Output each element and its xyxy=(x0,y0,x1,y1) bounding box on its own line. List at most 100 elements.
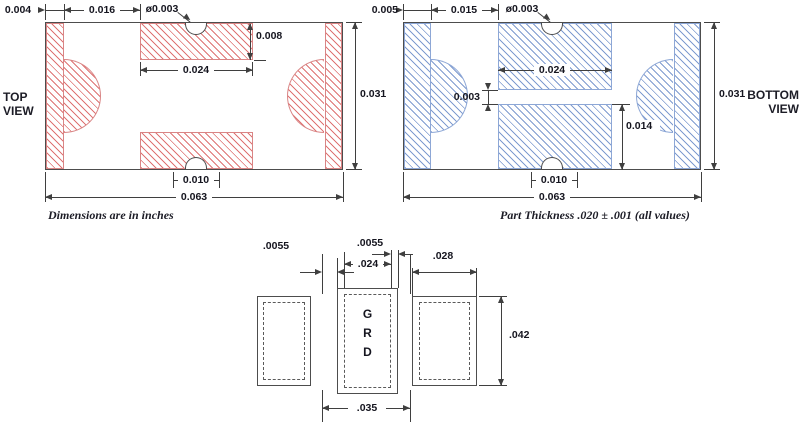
top-right-terminal-strip xyxy=(325,23,342,169)
dim-arrow xyxy=(140,67,147,73)
dim-arrow xyxy=(344,261,351,267)
bottom-view-caption: Part Thickness .020 ± .001 (all values) xyxy=(500,208,690,222)
bottom-right-terminal-strip xyxy=(674,23,700,169)
dim-028-label: .028 xyxy=(432,250,454,262)
grd-pad-letters: G R D xyxy=(338,305,397,362)
dim-arrow xyxy=(396,7,403,13)
dim-0055-left-label: .0055 xyxy=(262,240,290,252)
ext-line xyxy=(219,172,220,188)
dim-arrow xyxy=(498,296,504,303)
dim-arrow xyxy=(711,163,717,170)
ext-line xyxy=(140,4,141,20)
dim-arrow xyxy=(384,261,391,267)
land-pad-center xyxy=(337,288,398,394)
dim-arrow xyxy=(491,7,498,13)
dim-0003-label: 0.003 xyxy=(453,91,480,103)
dim-b0063-label: 0.063 xyxy=(534,191,570,203)
dim-arrow xyxy=(498,379,504,386)
dim-0004-label: 0.004 xyxy=(4,4,32,16)
dim-line xyxy=(45,10,64,11)
dim-b0024-label: 0.024 xyxy=(534,64,570,76)
dim-0016-label: 0.016 xyxy=(84,4,120,16)
ext-line xyxy=(412,268,413,296)
grd-letter-g: G xyxy=(362,307,373,321)
dim-arrow xyxy=(384,251,391,257)
ext-line xyxy=(410,254,411,294)
dim-arrow xyxy=(619,104,625,111)
ext-line xyxy=(391,250,392,288)
dim-line xyxy=(372,254,384,255)
dim-line xyxy=(250,24,251,60)
ext-line xyxy=(479,296,507,297)
dim-b0031-label: 0.031 xyxy=(719,88,746,100)
dim-0024-label: 0.024 xyxy=(178,64,214,76)
dim-arrow xyxy=(38,7,45,13)
ext-line xyxy=(45,4,46,20)
ext-line xyxy=(498,4,499,20)
ext-line xyxy=(479,385,507,386)
bottom-left-terminal-strip xyxy=(404,23,431,169)
land-pad-left xyxy=(257,296,311,386)
dim-line xyxy=(501,296,502,386)
dim-0008-label: 0.008 xyxy=(256,30,283,42)
land-pad-center-dashed-outline xyxy=(344,294,391,388)
grd-letter-r: R xyxy=(363,326,372,340)
dim-arrow xyxy=(694,194,701,200)
dim-line xyxy=(344,272,354,273)
dim-arrow xyxy=(336,194,343,200)
dim-line xyxy=(403,10,431,11)
land-pad-right-dashed-outline xyxy=(419,302,470,380)
ext-line xyxy=(398,250,399,288)
dim-0031-label: 0.031 xyxy=(360,88,387,100)
dim-arrow xyxy=(470,269,477,275)
dim-line xyxy=(622,104,623,170)
dim-arrow xyxy=(352,22,358,29)
dim-arrow xyxy=(711,22,717,29)
ext-line xyxy=(254,60,266,61)
land-pad-right xyxy=(412,296,477,386)
dim-035-label: .035 xyxy=(348,402,386,414)
dim-0015-label: 0.015 xyxy=(446,4,482,16)
ext-line xyxy=(322,254,323,294)
dim-line xyxy=(300,272,315,273)
ext-line xyxy=(476,268,477,296)
dim-line xyxy=(355,22,356,170)
ext-line xyxy=(344,252,345,288)
ext-line xyxy=(45,172,46,202)
dim-0010-label: 0.010 xyxy=(178,174,214,186)
dim-arrow xyxy=(322,405,329,411)
top-left-terminal-strip xyxy=(46,23,64,169)
ext-line xyxy=(403,4,404,20)
land-pad-left-dashed-outline xyxy=(263,302,305,380)
ext-line xyxy=(701,172,702,202)
dim-042-label: .042 xyxy=(509,329,530,341)
dim-arrow xyxy=(485,104,491,111)
grd-letter-d: D xyxy=(363,345,372,359)
dim-arrow xyxy=(398,251,405,257)
ext-line xyxy=(410,390,411,422)
top-view-caption: Dimensions are in inches xyxy=(48,208,174,222)
dim-arrow xyxy=(45,194,52,200)
dim-dia0003-label: ø0.003 xyxy=(505,3,539,15)
dim-line xyxy=(405,254,413,255)
bottom-view-title: BOTTOM VIEW xyxy=(747,88,799,116)
dim-l024-label: .024 xyxy=(353,258,383,270)
ext-line xyxy=(343,172,344,202)
dim-arrow xyxy=(246,67,253,73)
dim-arrow xyxy=(605,67,612,73)
dim-arrow xyxy=(315,269,322,275)
dim-arrow xyxy=(619,163,625,170)
dim-dia0003-label: ø0.003 xyxy=(145,3,179,15)
dim-arrow xyxy=(352,163,358,170)
dim-line xyxy=(488,90,489,104)
top-view-title: TOP VIEW xyxy=(3,90,34,118)
ext-line xyxy=(403,172,404,202)
dim-b0010-label: 0.010 xyxy=(536,174,572,186)
dim-arrow xyxy=(403,405,410,411)
dim-arrow xyxy=(247,23,253,30)
dim-line xyxy=(412,272,477,273)
dim-arrow xyxy=(133,7,140,13)
dim-line xyxy=(714,22,715,170)
dim-arrow xyxy=(247,53,253,60)
